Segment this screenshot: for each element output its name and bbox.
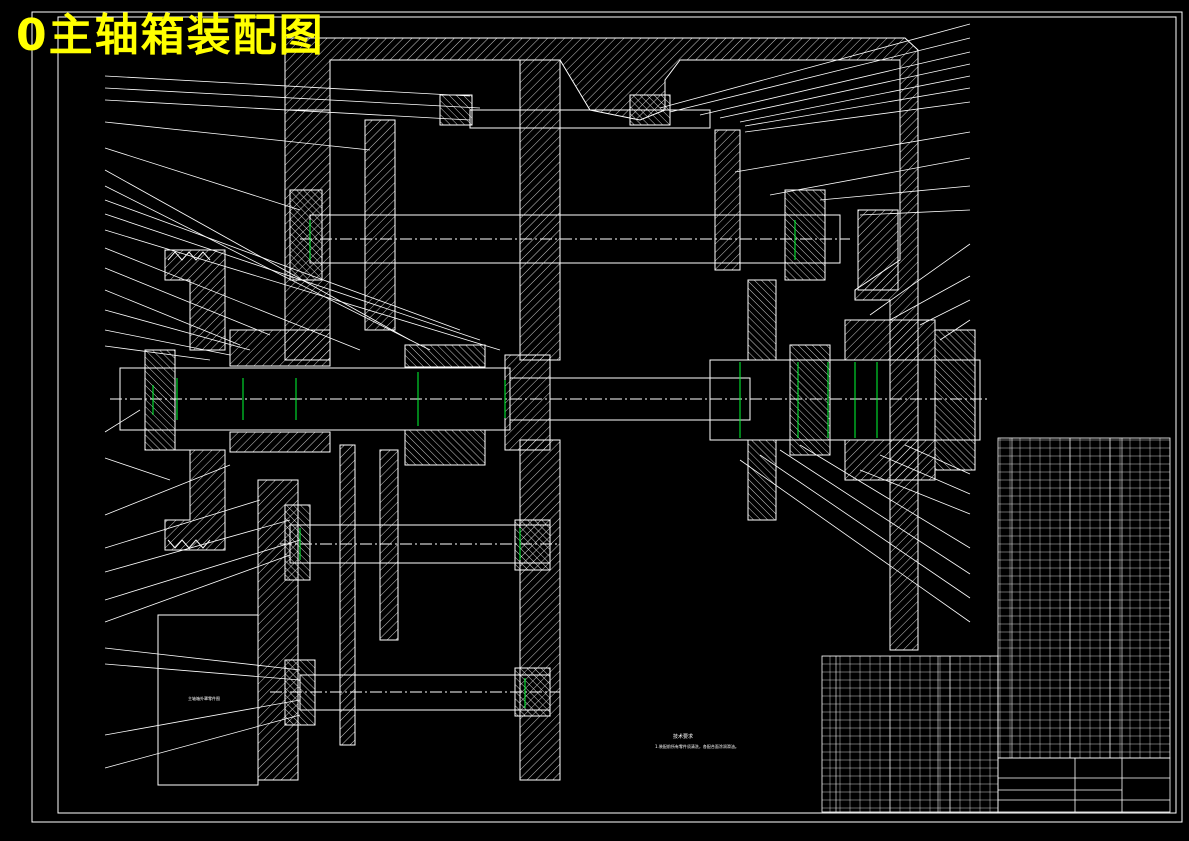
outer-frame	[31, 11, 1183, 823]
drawing-title: 0主轴箱装配图	[16, 10, 325, 61]
inner-frame	[57, 16, 1177, 814]
lower-shafts	[157, 444, 560, 786]
leader-lines-right	[659, 23, 971, 623]
tech-notes-line: 1.装配前所有零件须清洗，各配合面涂润滑油。	[655, 743, 739, 749]
upper-shaft	[289, 94, 850, 331]
main-spindle	[110, 319, 990, 481]
side-part-label: 主轴箱外罩零件图	[188, 695, 220, 701]
leader-lines-left	[104, 75, 501, 769]
parts-list-left	[821, 655, 999, 813]
dimension-marks	[152, 220, 878, 708]
title-block	[997, 757, 1171, 813]
parts-list-right	[997, 437, 1171, 759]
tech-notes-heading: 技术要求	[673, 733, 693, 740]
